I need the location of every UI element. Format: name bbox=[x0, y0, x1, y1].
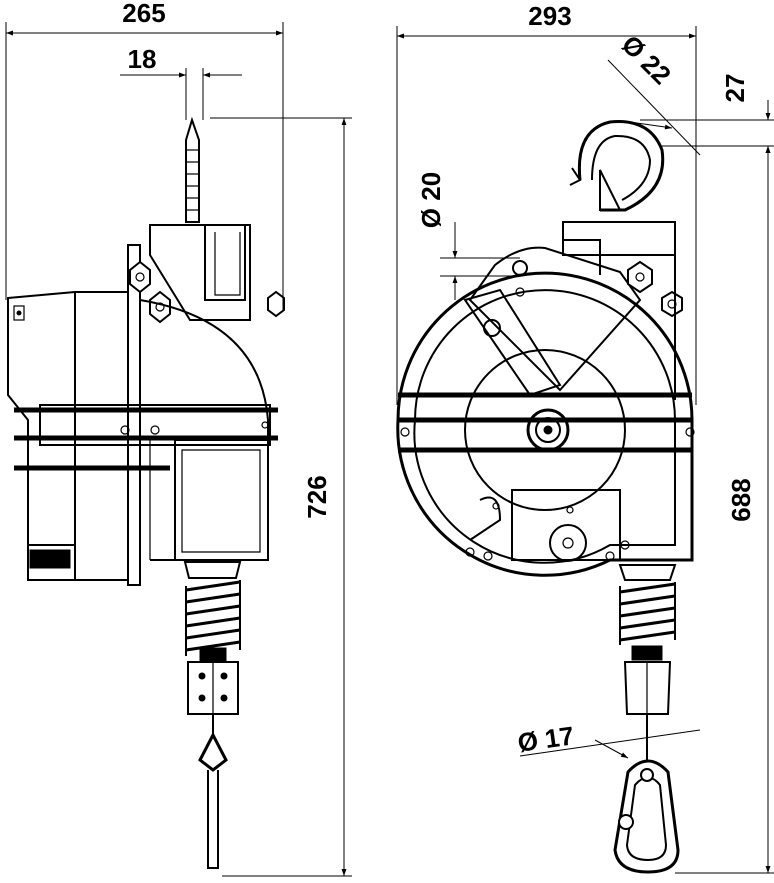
dim-front-height: 688 bbox=[726, 478, 756, 521]
side-view bbox=[7, 116, 285, 869]
side-spring bbox=[185, 580, 241, 656]
dim-hook-offset: 27 bbox=[720, 74, 750, 103]
carabiner bbox=[613, 759, 680, 874]
dim-side-width: 265 bbox=[122, 0, 165, 28]
dim-side-height: 726 bbox=[302, 475, 332, 518]
dim-hook-diameter: Ø 22 bbox=[616, 29, 677, 90]
front-dimensions: 293 Ø 22 27 Ø 20 688 Ø 17 bbox=[396, 1, 774, 874]
side-dimensions: 265 18 726 bbox=[5, 0, 352, 877]
front-spring bbox=[619, 582, 676, 645]
dim-front-width: 293 bbox=[528, 1, 571, 31]
top-hook bbox=[569, 120, 665, 212]
dim-carabiner-diameter: Ø 17 bbox=[516, 720, 576, 758]
dim-axis-offset: 18 bbox=[128, 44, 157, 74]
dim-pivot-diameter: Ø 20 bbox=[416, 172, 446, 228]
front-view bbox=[396, 120, 695, 874]
